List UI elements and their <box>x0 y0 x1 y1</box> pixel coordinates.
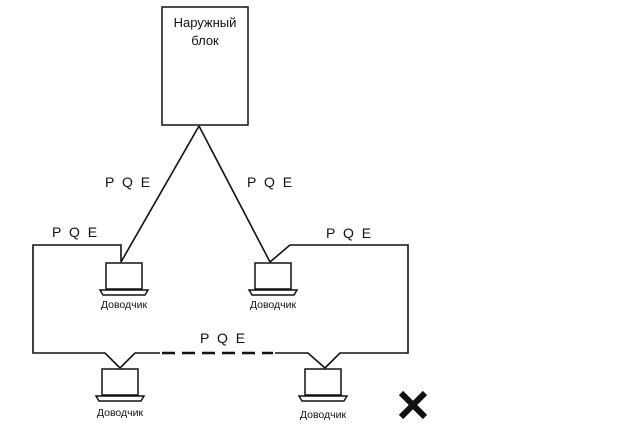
terminal-label: Доводчик <box>101 299 148 311</box>
laptop-icon <box>105 262 143 290</box>
terminal-upper-left: Доводчик <box>98 262 150 311</box>
terminal-label: Доводчик <box>300 409 347 421</box>
outdoor-unit-box <box>161 6 249 126</box>
laptop-base-icon <box>98 289 150 296</box>
wire-trunk-right <box>198 125 271 263</box>
wire-bottom-right-seg <box>275 352 326 369</box>
wire-label-bottom-link: P Q E <box>200 330 247 346</box>
wire-label-left-trunk: P Q E <box>105 174 152 190</box>
terminal-label: Доводчик <box>250 299 297 311</box>
terminal-lower-right: Доводчик <box>297 368 349 421</box>
outdoor-unit: Наружный блок <box>161 6 249 126</box>
laptop-icon <box>101 368 139 396</box>
outdoor-unit-label-line1: Наружный <box>174 15 237 30</box>
laptop-base-icon <box>297 395 349 402</box>
laptop-base-icon <box>94 395 146 402</box>
wires <box>32 125 409 369</box>
terminal-label: Доводчик <box>97 407 144 419</box>
cross-mark-icon <box>398 390 428 420</box>
wire-label-right-trunk: P Q E <box>247 174 294 190</box>
wire-trunk-left <box>120 125 200 263</box>
wire-loop-right <box>269 244 409 369</box>
wire-label-right-loop: P Q E <box>326 225 373 241</box>
laptop-icon <box>254 262 292 290</box>
outdoor-unit-label-line2: блок <box>191 33 219 48</box>
laptop-base-icon <box>247 289 299 296</box>
wire-bottom-left-seg <box>119 352 160 369</box>
wire-label-left-loop: P Q E <box>52 224 99 240</box>
terminal-lower-left: Доводчик <box>94 368 146 419</box>
wire-loop-left <box>32 244 122 369</box>
terminal-upper-right: Доводчик <box>247 262 299 311</box>
laptop-icon <box>304 368 342 396</box>
